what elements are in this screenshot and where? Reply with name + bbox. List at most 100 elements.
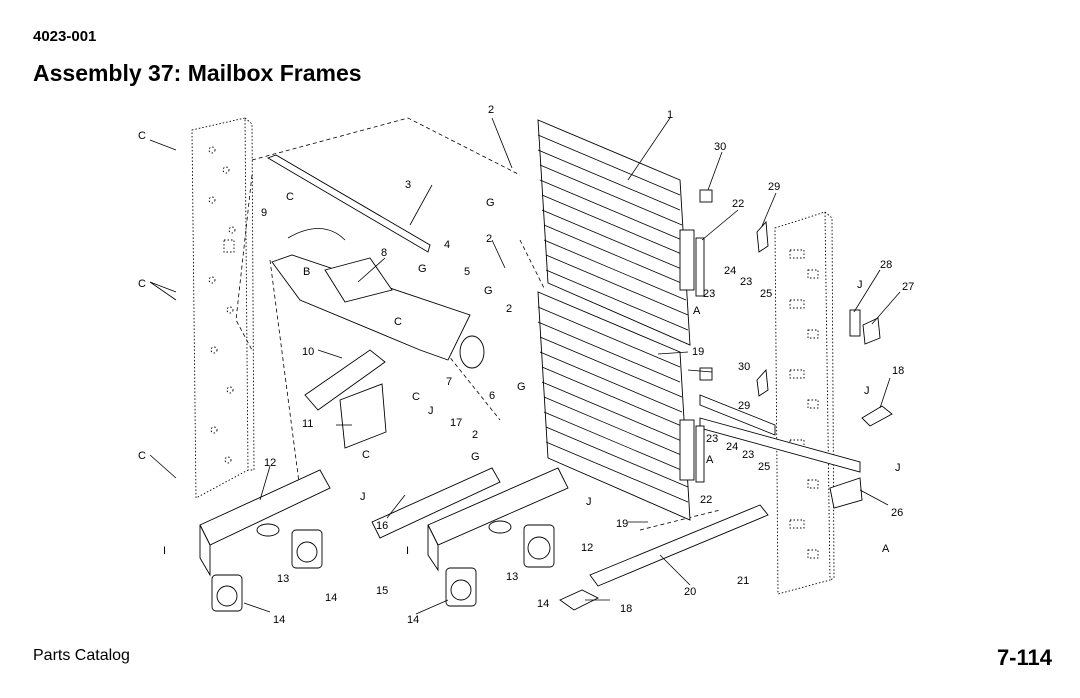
callout-A: A [693, 305, 701, 317]
callout-4: 4 [444, 239, 450, 251]
callout-G: G [471, 451, 480, 463]
callout-J: J [864, 385, 870, 397]
callout-J: J [586, 496, 592, 508]
callout-C: C [286, 191, 294, 203]
callout-28: 28 [880, 259, 892, 271]
callout-2: 2 [488, 104, 494, 116]
footer-catalog-label: Parts Catalog [33, 647, 130, 664]
side-pad [861, 405, 893, 427]
callout-20: 20 [684, 586, 696, 598]
callout-27: 27 [902, 281, 914, 293]
long-bar [589, 504, 769, 587]
top-rail [266, 154, 431, 253]
callout-2: 2 [506, 303, 512, 315]
callout-19: 19 [692, 346, 704, 358]
callout-9: 9 [261, 207, 267, 219]
callout-18: 18 [892, 365, 904, 377]
callout-23: 23 [706, 433, 718, 445]
callout-24: 24 [724, 265, 736, 277]
callout-14: 14 [325, 592, 337, 604]
callout-8: 8 [381, 247, 387, 259]
callout-2: 2 [486, 233, 492, 245]
bracket-26 [829, 477, 863, 509]
callout-21: 21 [737, 575, 749, 587]
channel [371, 467, 501, 539]
callout-A: A [882, 543, 890, 555]
callout-labels: 1 2 2 2 2 3 4 5 6 7 8 9 10 11 12 12 13 1… [138, 104, 914, 626]
callout-C: C [138, 278, 146, 290]
part-22-lower [695, 425, 705, 483]
callout-5: 5 [464, 266, 470, 278]
lower-mailbox-bins [537, 291, 695, 521]
bracket-11 [339, 383, 387, 449]
part-29-lower [756, 368, 769, 397]
left-side-frame [191, 117, 255, 499]
callout-G: G [517, 381, 526, 393]
callout-22: 22 [700, 494, 712, 506]
callout-A: A [706, 454, 714, 466]
part-22-upper [695, 237, 705, 297]
cable [287, 228, 346, 241]
callout-J: J [428, 405, 434, 417]
callout-12: 12 [264, 457, 276, 469]
callout-30: 30 [714, 141, 726, 153]
page-title: Assembly 37: Mailbox Frames [33, 60, 362, 86]
callout-7: 7 [446, 376, 452, 388]
callout-6: 6 [489, 390, 495, 402]
caster-pad [559, 589, 600, 611]
callout-B: B [303, 266, 310, 278]
part-30-upper [699, 189, 713, 203]
callout-23: 23 [703, 288, 715, 300]
bracket-10 [304, 349, 386, 411]
callout-G: G [486, 197, 495, 209]
callout-29: 29 [738, 400, 750, 412]
callout-26: 26 [891, 507, 903, 519]
callout-14: 14 [537, 598, 549, 610]
roller [459, 335, 485, 369]
page-number: 7-114 [996, 645, 1052, 670]
callout-J: J [895, 462, 901, 474]
callout-G: G [418, 263, 427, 275]
callout-25: 25 [760, 288, 772, 300]
callout-14: 14 [407, 614, 419, 626]
callout-I: I [406, 545, 409, 557]
callout-23: 23 [742, 449, 754, 461]
callout-2: 2 [472, 429, 478, 441]
callout-30: 30 [738, 361, 750, 373]
bracket-plate [324, 257, 393, 303]
base-frame-left-side [199, 524, 211, 577]
right-side-frame [774, 211, 835, 595]
callout-C: C [138, 130, 146, 142]
callout-14: 14 [273, 614, 285, 626]
callout-22: 22 [732, 198, 744, 210]
callout-17: 17 [450, 417, 462, 429]
callout-15: 15 [376, 585, 388, 597]
upper-mailbox-bins [537, 119, 695, 346]
callout-3: 3 [405, 179, 411, 191]
callout-C: C [138, 450, 146, 462]
callout-C: C [362, 449, 370, 461]
callout-18: 18 [620, 603, 632, 615]
leveling-foot-center [488, 520, 512, 534]
callout-10: 10 [302, 346, 314, 358]
callout-G: G [484, 285, 493, 297]
part-28 [849, 309, 861, 337]
cross-bar-upper [699, 394, 776, 436]
callout-16: 16 [376, 520, 388, 532]
document-number: 4023-001 [33, 28, 97, 45]
callout-24: 24 [726, 441, 738, 453]
callout-29: 29 [768, 181, 780, 193]
callout-19: 19 [616, 518, 628, 530]
callout-13: 13 [506, 571, 518, 583]
part-27 [862, 317, 881, 345]
callout-25: 25 [758, 461, 770, 473]
callout-C: C [394, 316, 402, 328]
part-30-lower [699, 367, 713, 381]
callout-I: I [163, 545, 166, 557]
callout-1: 1 [667, 109, 673, 121]
callout-C: C [412, 391, 420, 403]
leveling-foot-left [256, 523, 280, 537]
part-29-upper [756, 220, 769, 253]
cross-bar-lower [699, 417, 861, 473]
